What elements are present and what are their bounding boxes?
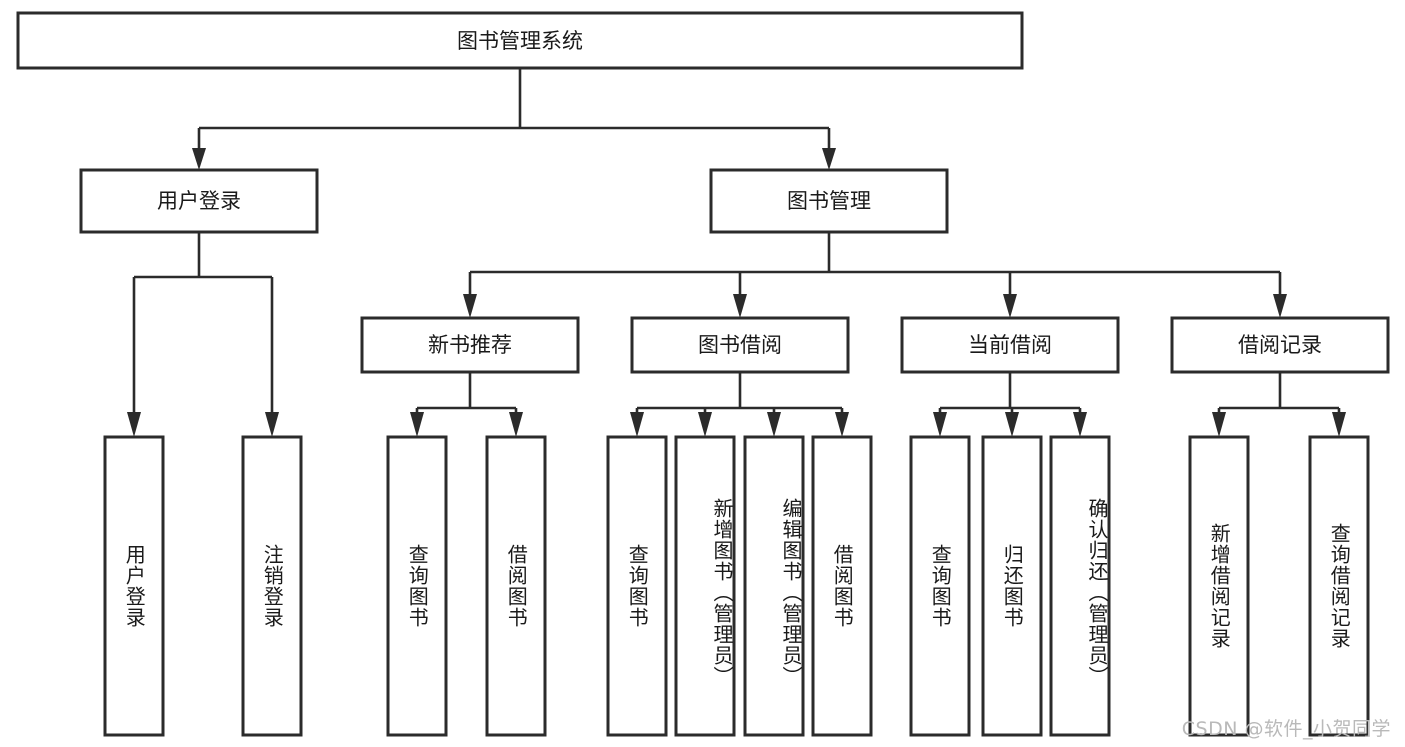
arrowhead-book-borrow (733, 294, 747, 318)
leaf-boxes (103, 435, 1370, 737)
arrowhead-leaf-query-borrow-record (1332, 412, 1346, 437)
node-borrow-record-box[interactable] (1170, 316, 1390, 374)
arrowhead-leaf-borrow-book-rec (509, 412, 523, 437)
node-current-borrow[interactable]: 当前借阅 (900, 316, 1120, 374)
node-leaf-query-book-cur-box[interactable] (909, 435, 971, 737)
node-book-borrow-label: 图书借阅 (698, 333, 782, 357)
node-leaf-query-borrow-record-box[interactable] (1308, 435, 1370, 737)
arrowhead-leaf-query-book-cur (933, 412, 947, 437)
node-leaf-edit-book-admin-box[interactable] (743, 435, 805, 737)
node-root-label: 图书管理系统 (457, 29, 583, 53)
connector-group-book-borrow (630, 372, 849, 437)
node-book-manage-label: 图书管理 (787, 189, 871, 213)
csdn-watermark: CSDN @软件_小贺同学 (1181, 718, 1391, 740)
node-current-borrow-label: 当前借阅 (968, 333, 1052, 357)
node-leaf-user-login-box[interactable] (103, 435, 165, 737)
node-new-book-recommend-label: 新书推荐 (428, 333, 512, 357)
node-leaf-add-borrow-record-box[interactable] (1188, 435, 1250, 737)
connector-group-user-login (127, 232, 279, 437)
arrowhead-book-manage (822, 148, 836, 170)
arrowhead-leaf-add-book-admin (698, 412, 712, 437)
arrowhead-leaf-borrow-book (835, 412, 849, 437)
node-leaf-borrow-book-rec-box[interactable] (485, 435, 547, 737)
arrowhead-user-login (192, 148, 206, 170)
node-borrow-record[interactable]: 借阅记录 (1170, 316, 1390, 374)
node-book-manage-box[interactable] (709, 168, 949, 234)
node-root[interactable]: 图书管理系统 (16, 11, 1024, 70)
node-user-login[interactable]: 用户登录 (79, 168, 319, 234)
connector-group-current-borrow (933, 372, 1087, 437)
arrowhead-leaf-add-borrow-record (1212, 412, 1226, 437)
arrowhead-current-borrow (1003, 294, 1017, 318)
arrowhead-leaf-return-book (1005, 412, 1019, 437)
connector-group-borrow-record (1212, 372, 1346, 437)
connector-group-book-manage (463, 232, 1287, 318)
node-leaf-return-book-box[interactable] (981, 435, 1043, 737)
arrowhead-leaf-edit-book-admin (767, 412, 781, 437)
node-user-login-label: 用户登录 (157, 189, 241, 213)
node-new-book-recommend[interactable]: 新书推荐 (360, 316, 580, 374)
node-current-borrow-box[interactable] (900, 316, 1120, 374)
node-user-login-box[interactable] (79, 168, 319, 234)
arrowhead-new-book-recommend (463, 294, 477, 318)
node-leaf-query-book-borrow-box[interactable] (606, 435, 668, 737)
node-book-borrow-box[interactable] (630, 316, 850, 374)
connector-group-root (192, 68, 836, 170)
node-leaf-confirm-return-admin-box[interactable] (1049, 435, 1111, 737)
arrowhead-leaf-confirm-return-admin (1073, 412, 1087, 437)
connector-group-new-book-recommend (410, 372, 523, 437)
arrowhead-leaf-query-book-borrow (630, 412, 644, 437)
node-leaf-query-book-rec-box[interactable] (386, 435, 448, 737)
node-book-manage[interactable]: 图书管理 (709, 168, 949, 234)
arrowhead-borrow-record (1273, 294, 1287, 318)
node-book-borrow[interactable]: 图书借阅 (630, 316, 850, 374)
node-leaf-user-logout-box[interactable] (241, 435, 303, 737)
arrowhead-leaf-user-logout (265, 412, 279, 437)
arrowhead-leaf-query-book-rec (410, 412, 424, 437)
node-root-box[interactable] (16, 11, 1024, 70)
arrowhead-leaf-user-login (127, 412, 141, 437)
node-new-book-recommend-box[interactable] (360, 316, 580, 374)
node-leaf-borrow-book-box[interactable] (811, 435, 873, 737)
node-borrow-record-label: 借阅记录 (1238, 333, 1322, 357)
node-leaf-add-book-admin-box[interactable] (674, 435, 736, 737)
